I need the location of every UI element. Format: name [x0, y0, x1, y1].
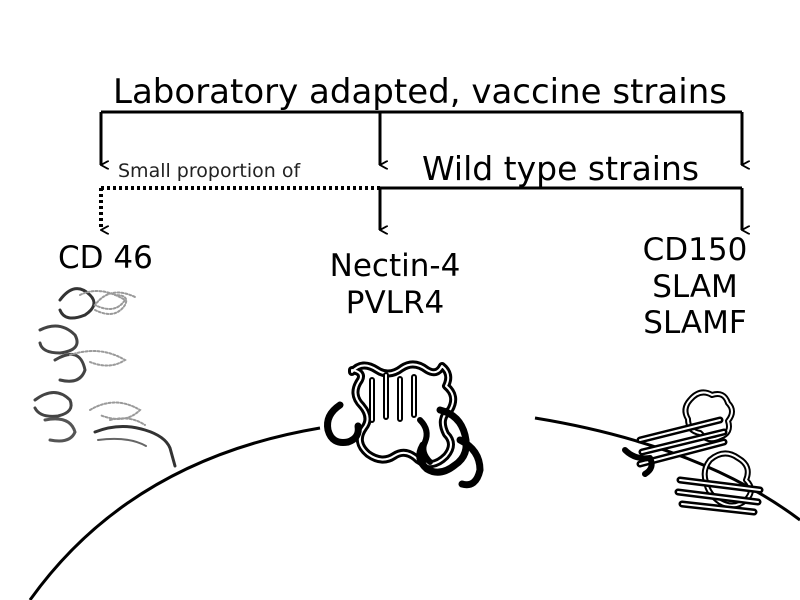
receptor-slam-name: SLAM: [652, 268, 738, 305]
receptor-nectin4-label: Nectin-4 PVLR4: [300, 248, 490, 321]
title-lab-adapted-strains: Laboratory adapted, vaccine strains: [113, 72, 727, 112]
cd46-protein-structure: [33, 287, 177, 468]
receptor-cd150-label: CD150 SLAM SLAMF: [630, 232, 760, 342]
label-wild-type-strains: Wild type strains: [422, 149, 700, 188]
lab-strain-bracket: [99, 110, 742, 165]
small-proportion-dotted-path: [99, 186, 380, 230]
receptor-nectin4-name: Nectin-4: [329, 248, 461, 284]
wild-type-bracket: [378, 186, 742, 230]
label-small-proportion: Small proportion of: [118, 160, 301, 182]
nectin4-protein-structure: [324, 360, 484, 489]
cd150-protein-structure: [622, 389, 764, 516]
receptor-cd150-name: CD150: [642, 232, 748, 268]
receptor-slamf-name: SLAMF: [643, 305, 747, 342]
cell-membrane: [28, 416, 800, 600]
receptor-cd46-label: CD 46: [58, 240, 153, 277]
receptor-cd46-name: CD 46: [58, 240, 153, 276]
receptor-pvlr4-name: PVLR4: [345, 284, 445, 321]
